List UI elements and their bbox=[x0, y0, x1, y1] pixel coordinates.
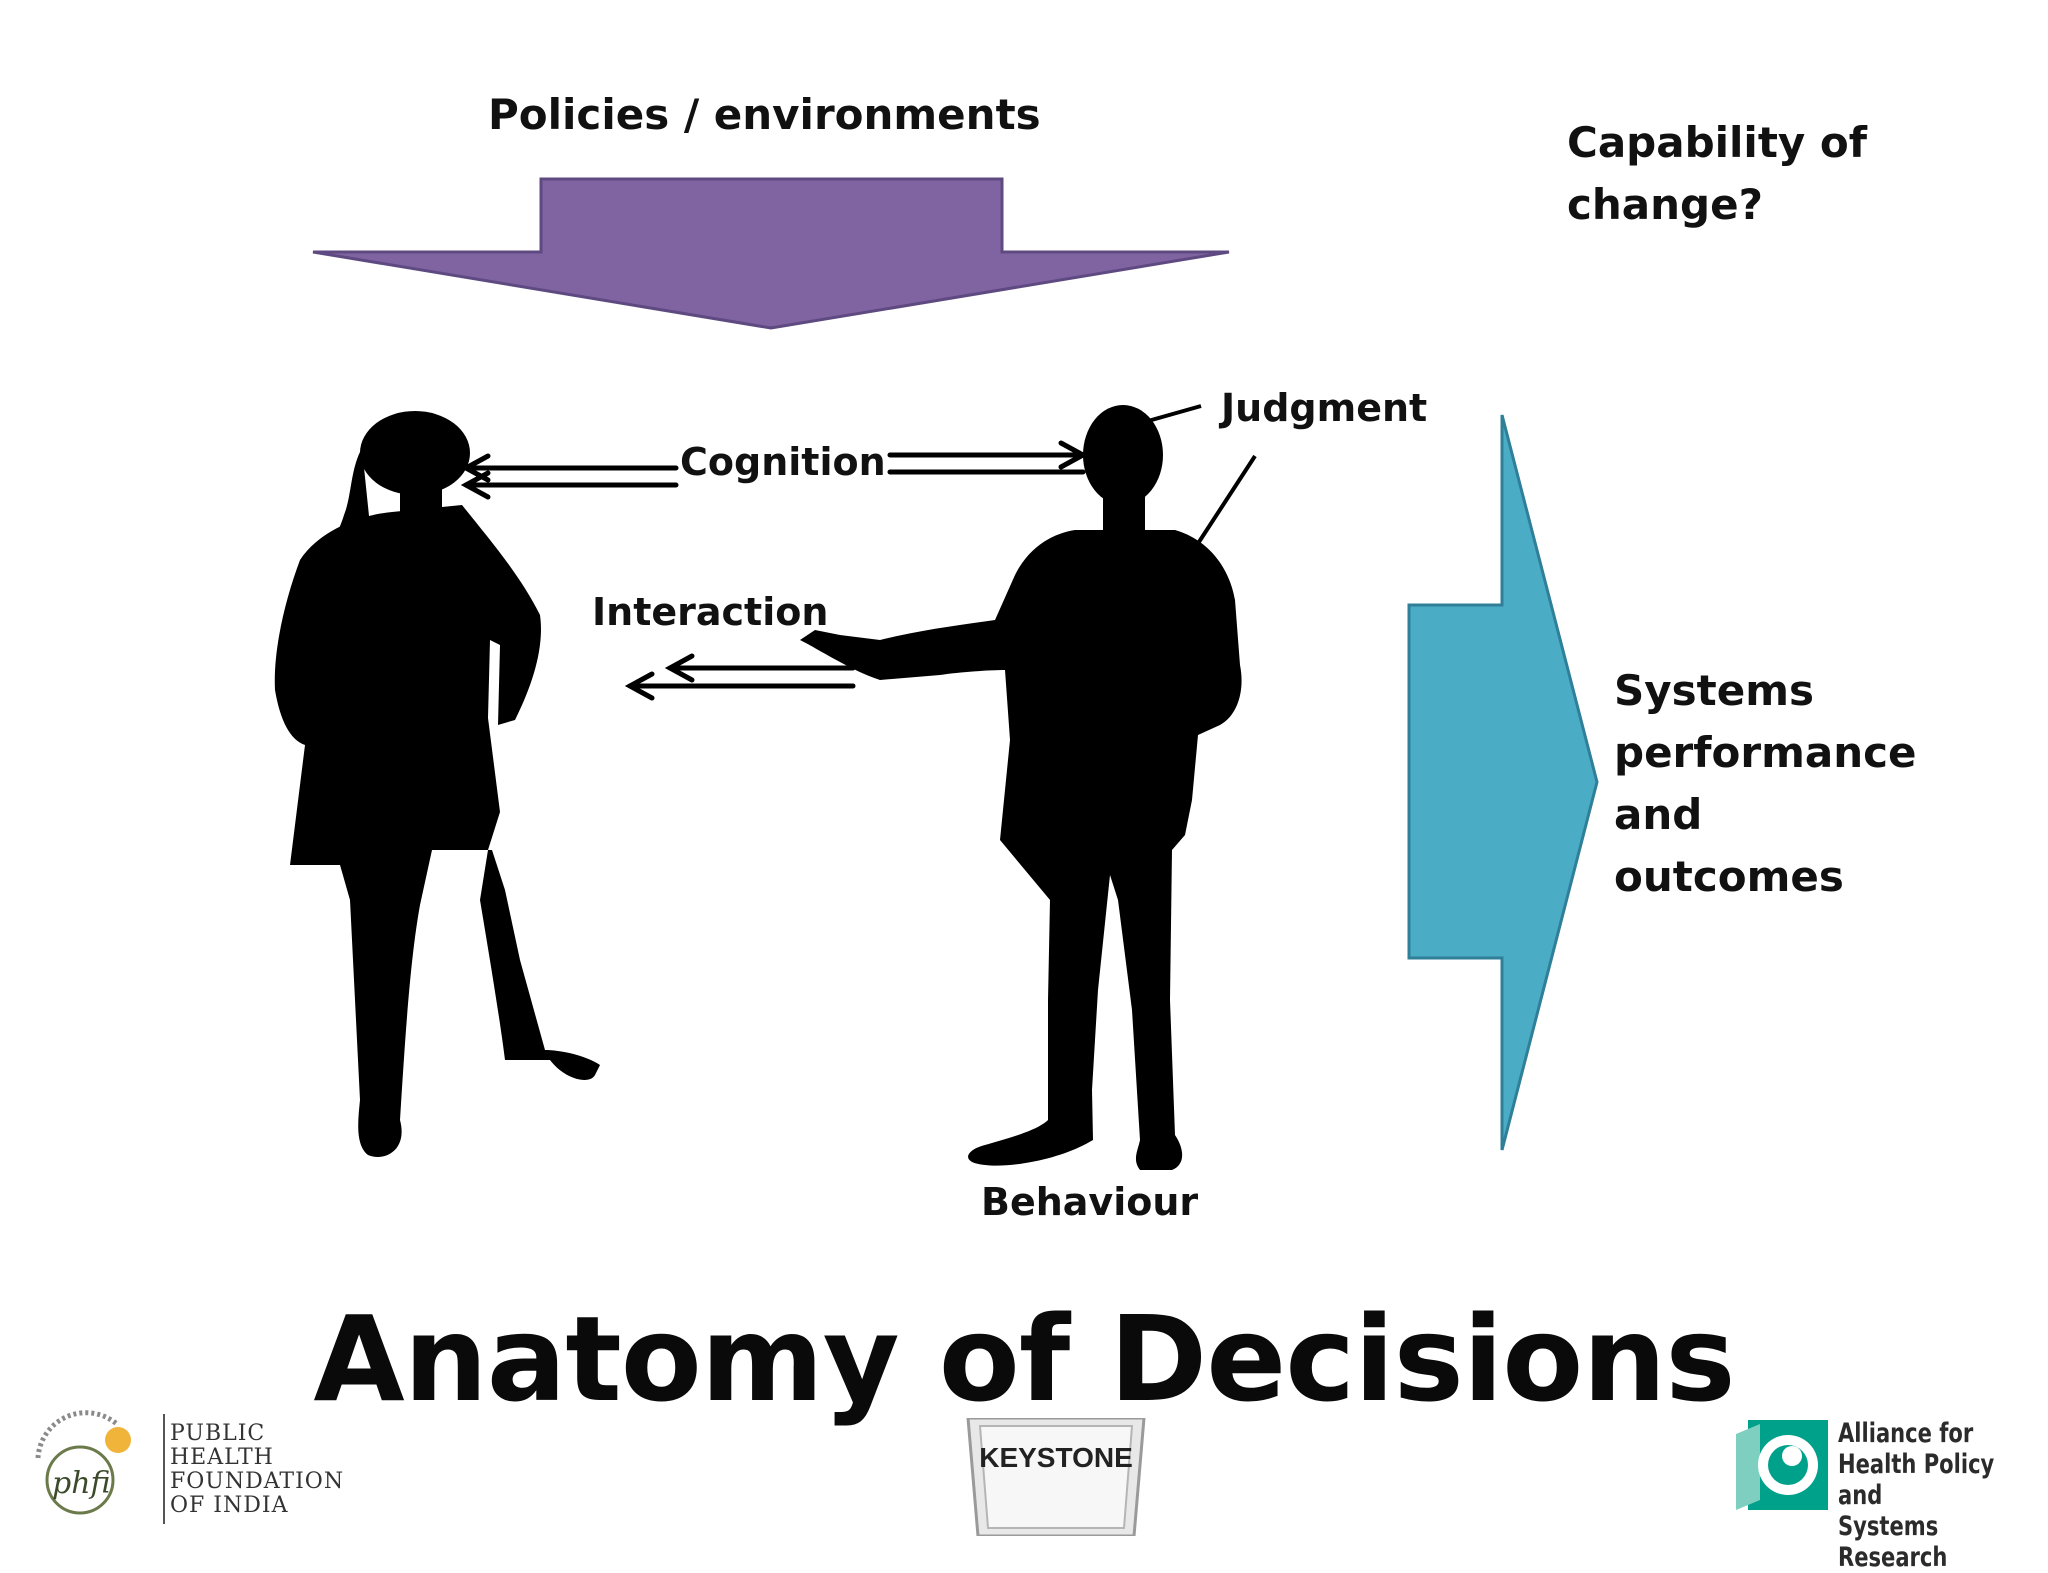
diagram-canvas bbox=[35, 177, 1828, 1524]
phfi-logo-mark-text: phfi bbox=[52, 1466, 111, 1501]
judgment-label: Judgment bbox=[1221, 386, 1428, 430]
cognition-arrows-left bbox=[460, 453, 679, 500]
outcome-arrow bbox=[1407, 414, 1599, 1151]
phfi-name-line: PUBLIC bbox=[170, 1421, 266, 1446]
interaction-label: Interaction bbox=[592, 590, 829, 634]
cognition-label: Cognition bbox=[680, 440, 886, 484]
keystone-logo-label: KEYSTONE bbox=[979, 1442, 1133, 1473]
keystone-logo bbox=[966, 1418, 1146, 1536]
phfi-name-line: FOUNDATION bbox=[170, 1469, 345, 1494]
policy-arrow bbox=[312, 177, 1230, 330]
capability-label: Capability of change? bbox=[1567, 118, 1868, 229]
alliance-logo-text: Alliance for Health Policy and Systems R… bbox=[1838, 1418, 2002, 1573]
person-right-silhouette bbox=[800, 405, 1242, 1170]
alliance-line: Health Policy and bbox=[1838, 1449, 1995, 1511]
policy-arrow-label: Policies / environments bbox=[488, 90, 1041, 139]
alliance-logo-mark bbox=[1736, 1420, 1828, 1510]
outcome-label: Systems performance and outcomes bbox=[1614, 666, 1917, 901]
phfi-logo-mark bbox=[35, 1410, 165, 1524]
phfi-name-line: OF INDIA bbox=[170, 1493, 289, 1518]
alliance-line: Alliance for bbox=[1838, 1418, 1974, 1449]
phfi-name-line: HEALTH bbox=[170, 1445, 274, 1470]
judgment-pointers bbox=[1147, 404, 1257, 547]
alliance-line: Systems Research bbox=[1838, 1511, 1948, 1573]
behaviour-label: Behaviour bbox=[981, 1180, 1199, 1224]
person-left-silhouette bbox=[274, 411, 600, 1157]
cognition-arrows-right bbox=[887, 440, 1089, 475]
phfi-logo-name: PUBLIC HEALTH FOUNDATION OF INDIA bbox=[170, 1422, 344, 1518]
interaction-arrows bbox=[624, 653, 856, 701]
page-title: Anatomy of Decisions bbox=[313, 1290, 1735, 1428]
